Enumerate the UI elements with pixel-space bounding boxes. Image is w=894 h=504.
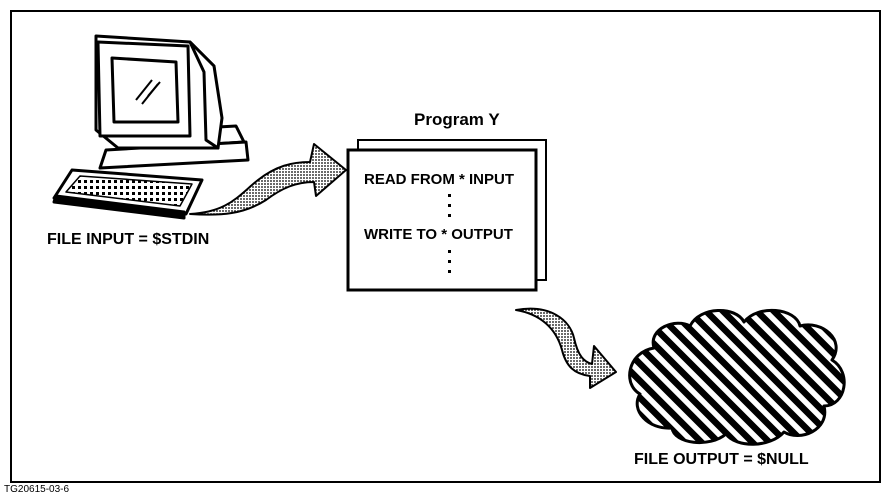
computer-terminal-icon [94,34,250,170]
curved-arrow-icon [189,143,347,216]
input-file-label: FILE INPUT = $STDIN [47,231,210,248]
curved-arrow-icon [515,307,617,389]
keyboard-icon [52,168,204,220]
read-statement: READ FROM * INPUT [364,171,514,188]
diagram-frame [10,10,881,483]
program-title: Program Y [414,110,500,129]
figure-code: TG20615-03-6 [4,484,70,495]
cloud-null-device-icon [628,308,846,446]
write-statement: WRITE TO * OUTPUT [364,226,513,243]
output-file-label: FILE OUTPUT = $NULL [634,451,809,468]
program-document-icon [346,139,547,292]
